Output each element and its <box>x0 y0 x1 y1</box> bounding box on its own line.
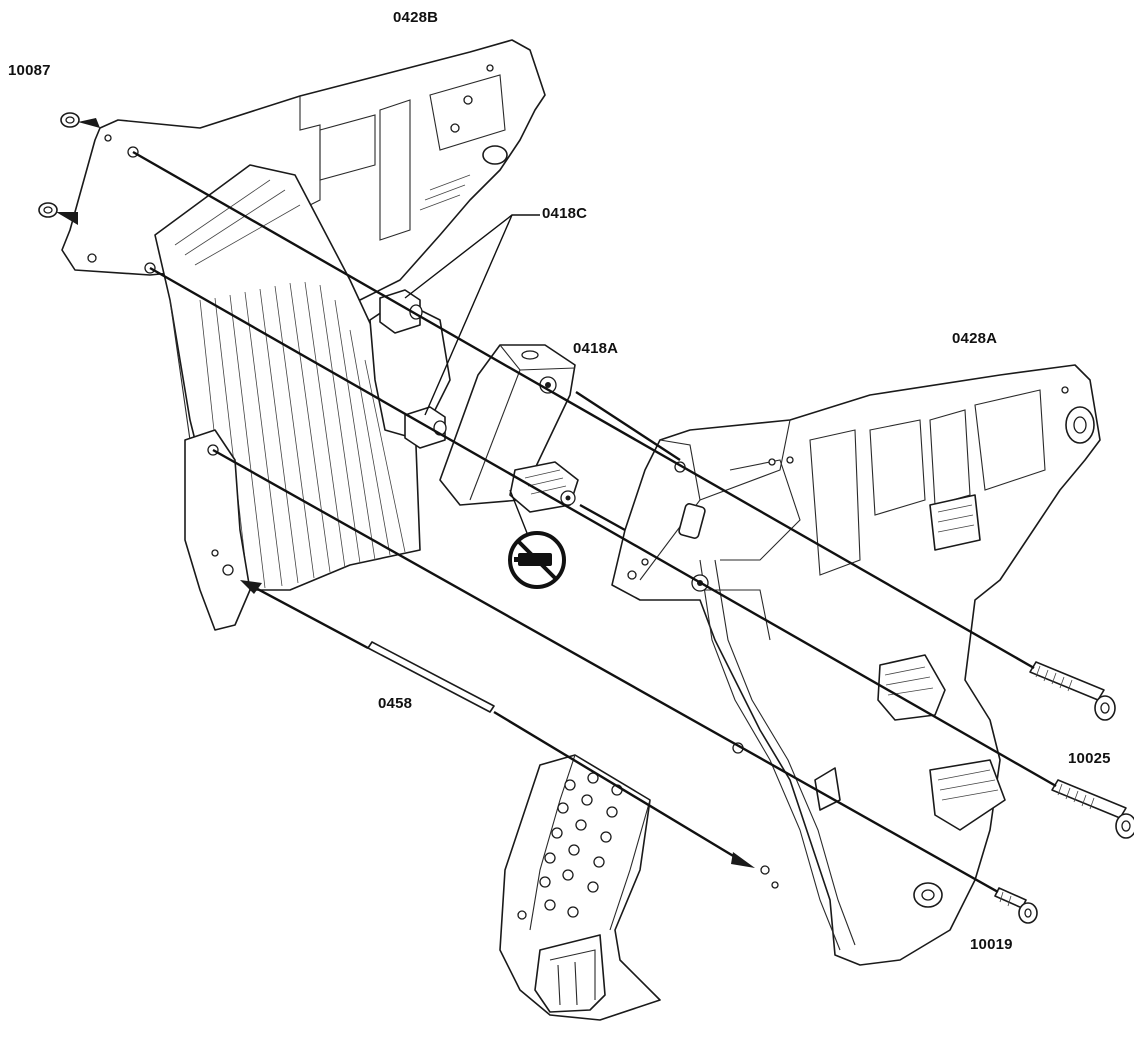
screw-10087 <box>38 112 80 218</box>
pedal-grip-holes <box>517 772 623 920</box>
part-0418A <box>439 344 579 513</box>
label-10025: 10025 <box>1068 750 1111 767</box>
label-0458: 0458 <box>378 695 413 712</box>
label-0428A: 0428A <box>952 330 998 347</box>
part-0428A <box>611 364 1101 966</box>
spacers-0418C <box>379 289 447 449</box>
assembly-axes <box>56 118 1057 894</box>
label-10087: 10087 <box>8 62 51 79</box>
part-0428B-lower-clip <box>184 429 251 631</box>
pin-0458 <box>367 641 495 713</box>
label-0428B: 0428B <box>393 9 439 26</box>
no-grease-symbol-icon <box>508 489 566 589</box>
label-0418A: 0418A <box>573 340 619 357</box>
screw-10019 <box>994 887 1038 924</box>
label-10019: 10019 <box>970 936 1013 953</box>
label-0418C: 0418C <box>542 205 588 222</box>
leader-0418C <box>404 214 540 416</box>
pedal-foot-pad <box>499 754 661 1021</box>
screw-10025 <box>1029 661 1134 839</box>
